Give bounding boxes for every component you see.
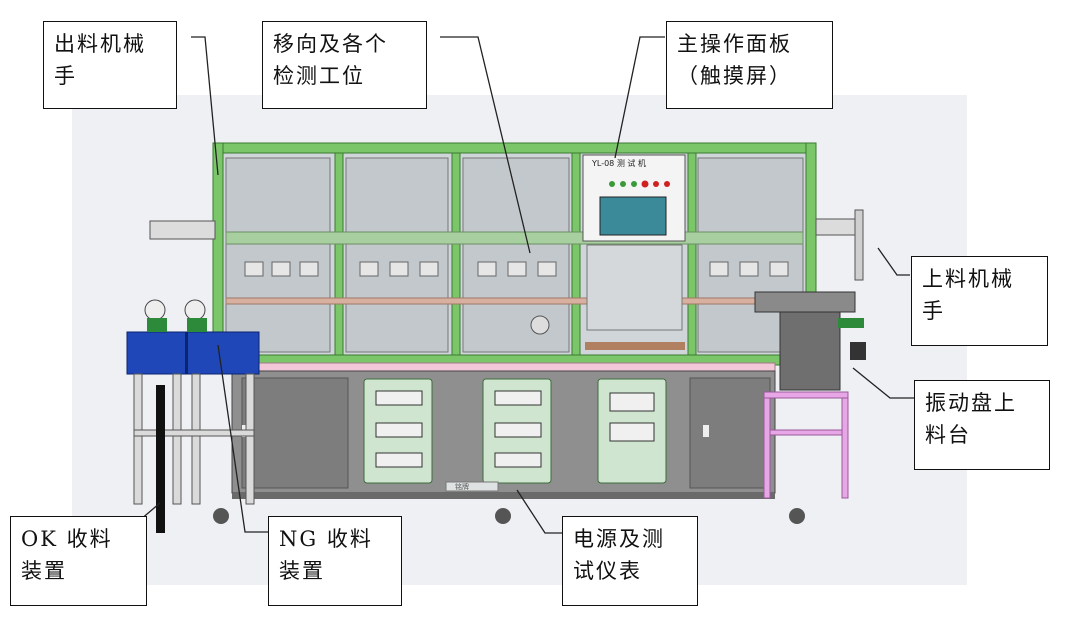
- leader-power-meter: [516, 489, 563, 534]
- vibration-feeder: [754, 291, 866, 499]
- table-top: [229, 362, 776, 372]
- leader-vibration: [852, 367, 915, 399]
- leader-in-robot: [877, 247, 910, 276]
- label-vibration: 振动盘上 料台: [914, 380, 1050, 470]
- leader-out-robot: [191, 36, 219, 176]
- infeed-arm-column: [854, 209, 864, 281]
- ok-ng-bins: [126, 299, 260, 533]
- label-ng-bin: NG 收料 装置: [268, 516, 402, 606]
- label-out-robot: 出料机械 手: [43, 21, 177, 109]
- infeed-arm: [815, 218, 861, 236]
- panel-title: YL-08 测 试 机: [592, 159, 646, 168]
- leader-main-panel: [614, 36, 665, 159]
- leader-ng-bin: [217, 344, 268, 533]
- leader-move-stations: [440, 36, 531, 254]
- leader-lines: [139, 36, 915, 534]
- label-main-panel: 主操作面板 （触摸屏）: [666, 21, 833, 109]
- outfeed-arm: [149, 220, 216, 240]
- label-in-robot: 上料机械 手: [911, 256, 1048, 346]
- main-operation-panel: [582, 154, 686, 350]
- label-move-stations: 移向及各个 检测工位: [262, 21, 427, 109]
- label-power-meter: 电源及测 试仪表: [562, 516, 698, 606]
- nameplate: 铭牌: [455, 483, 469, 491]
- label-ok-bin: OK 收料 装置: [10, 516, 147, 606]
